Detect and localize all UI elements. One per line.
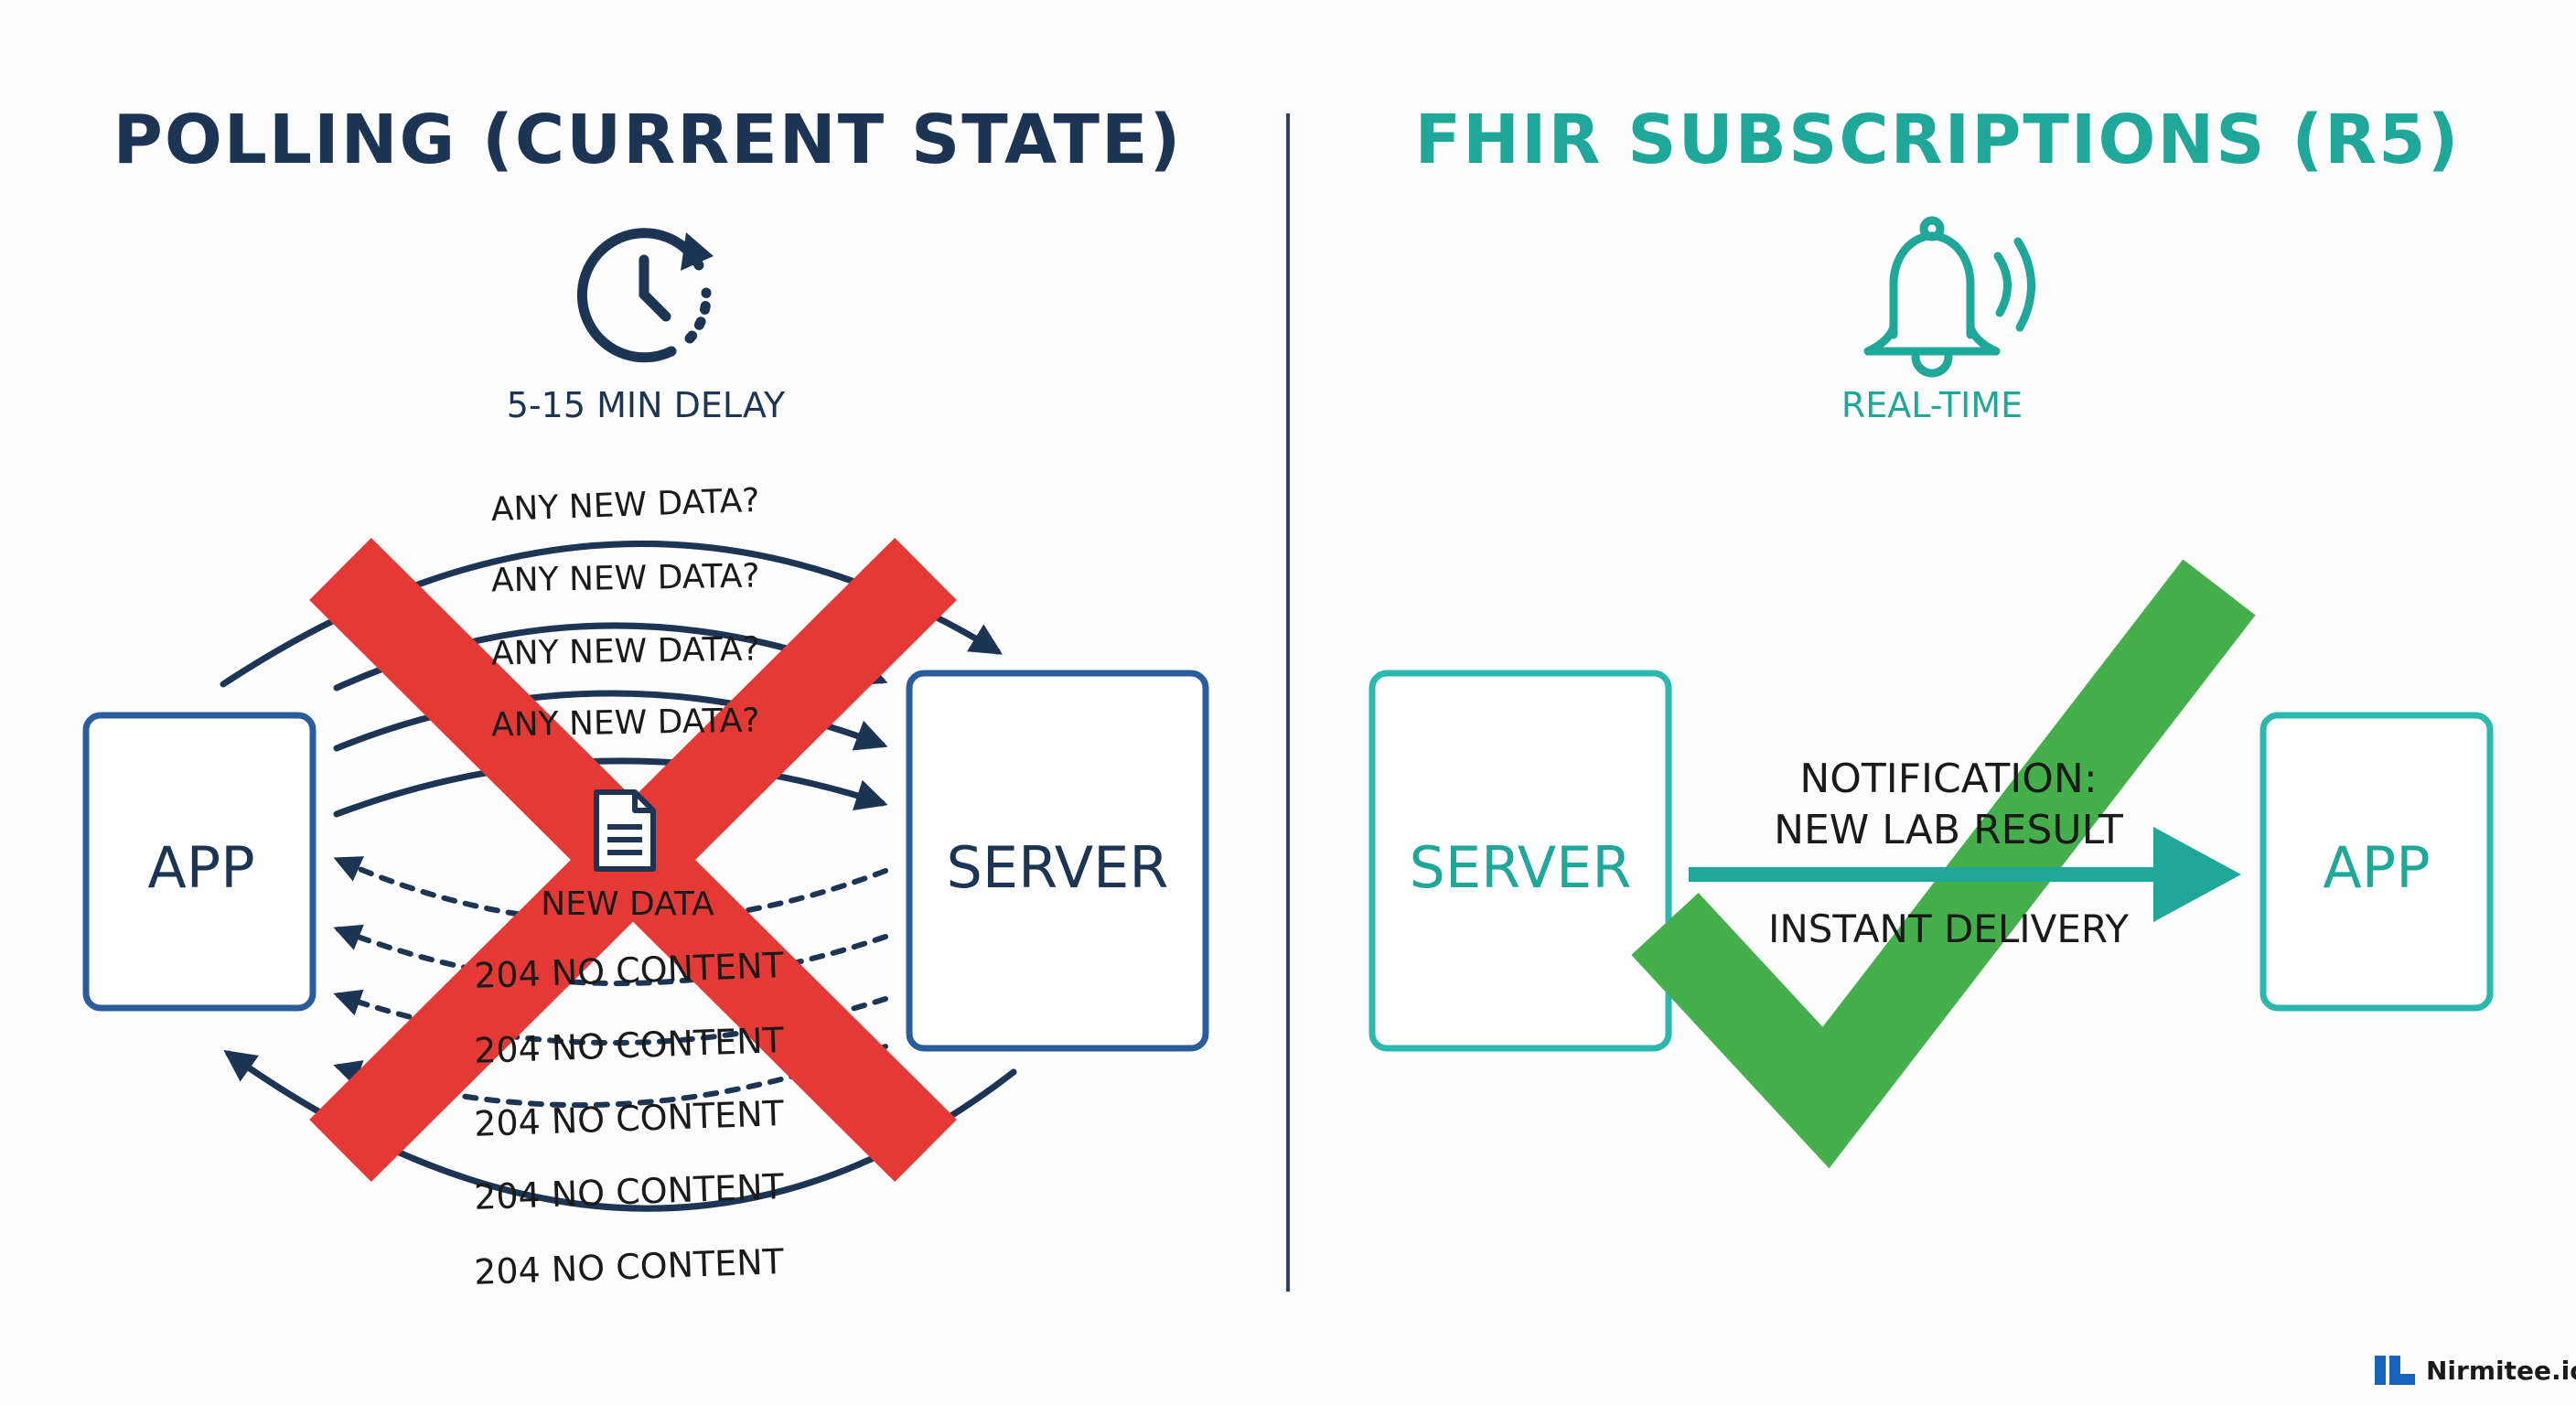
request-label: ANY NEW DATA?: [491, 702, 760, 744]
left-panel: POLLING (CURRENT STATE) 5-15 MIN DELAY A…: [82, 101, 1209, 1292]
new-data-label: NEW DATA: [541, 885, 714, 923]
delay-label: 5-15 MIN DELAY: [507, 385, 786, 425]
left-server-label: SERVER: [947, 834, 1169, 901]
clock-refresh-icon: [576, 228, 714, 363]
left-app-box: [82, 712, 317, 1012]
left-app-label: APP: [147, 834, 254, 901]
nirmitee-logo-icon: [2375, 1356, 2415, 1385]
left-server-box: [906, 670, 1209, 1052]
bell-ringing-icon: [1863, 216, 2035, 378]
notification-line1: NOTIFICATION:: [1799, 756, 2097, 802]
right-app-box: [2259, 712, 2494, 1012]
right-panel: FHIR SUBSCRIPTIONS (R5) REAL-TIME SERVER…: [1368, 101, 2494, 1169]
delivery-label: INSTANT DELIVERY: [1768, 906, 2129, 951]
request-label: ANY NEW DATA?: [490, 482, 760, 529]
right-server-label: SERVER: [1410, 834, 1632, 901]
document-icon: [594, 789, 656, 872]
right-title: FHIR SUBSCRIPTIONS (R5): [1415, 101, 2461, 179]
green-check-icon: [1631, 559, 2256, 1169]
mode-label: REAL-TIME: [1841, 385, 2023, 425]
notification-line2: NEW LAB RESULT: [1774, 807, 2123, 853]
brand-name: Nirmitee.io: [2426, 1356, 2576, 1386]
right-server-box: [1368, 670, 1672, 1052]
response-label: 204 NO CONTENT: [473, 1241, 785, 1292]
request-labels: ANY NEW DATA? ANY NEW DATA? ANY NEW DATA…: [490, 482, 760, 745]
request-label: ANY NEW DATA?: [491, 557, 760, 599]
right-app-label: APP: [2323, 834, 2430, 901]
notification-arrow: [1689, 827, 2241, 922]
request-label: ANY NEW DATA?: [491, 630, 760, 672]
left-title: POLLING (CURRENT STATE): [113, 101, 1183, 179]
response-arrow: [333, 924, 888, 987]
response-label: 204 NO CONTENT: [473, 1166, 785, 1217]
footer-logo: Nirmitee.io: [2375, 1356, 2576, 1386]
request-arrow: [333, 757, 888, 818]
